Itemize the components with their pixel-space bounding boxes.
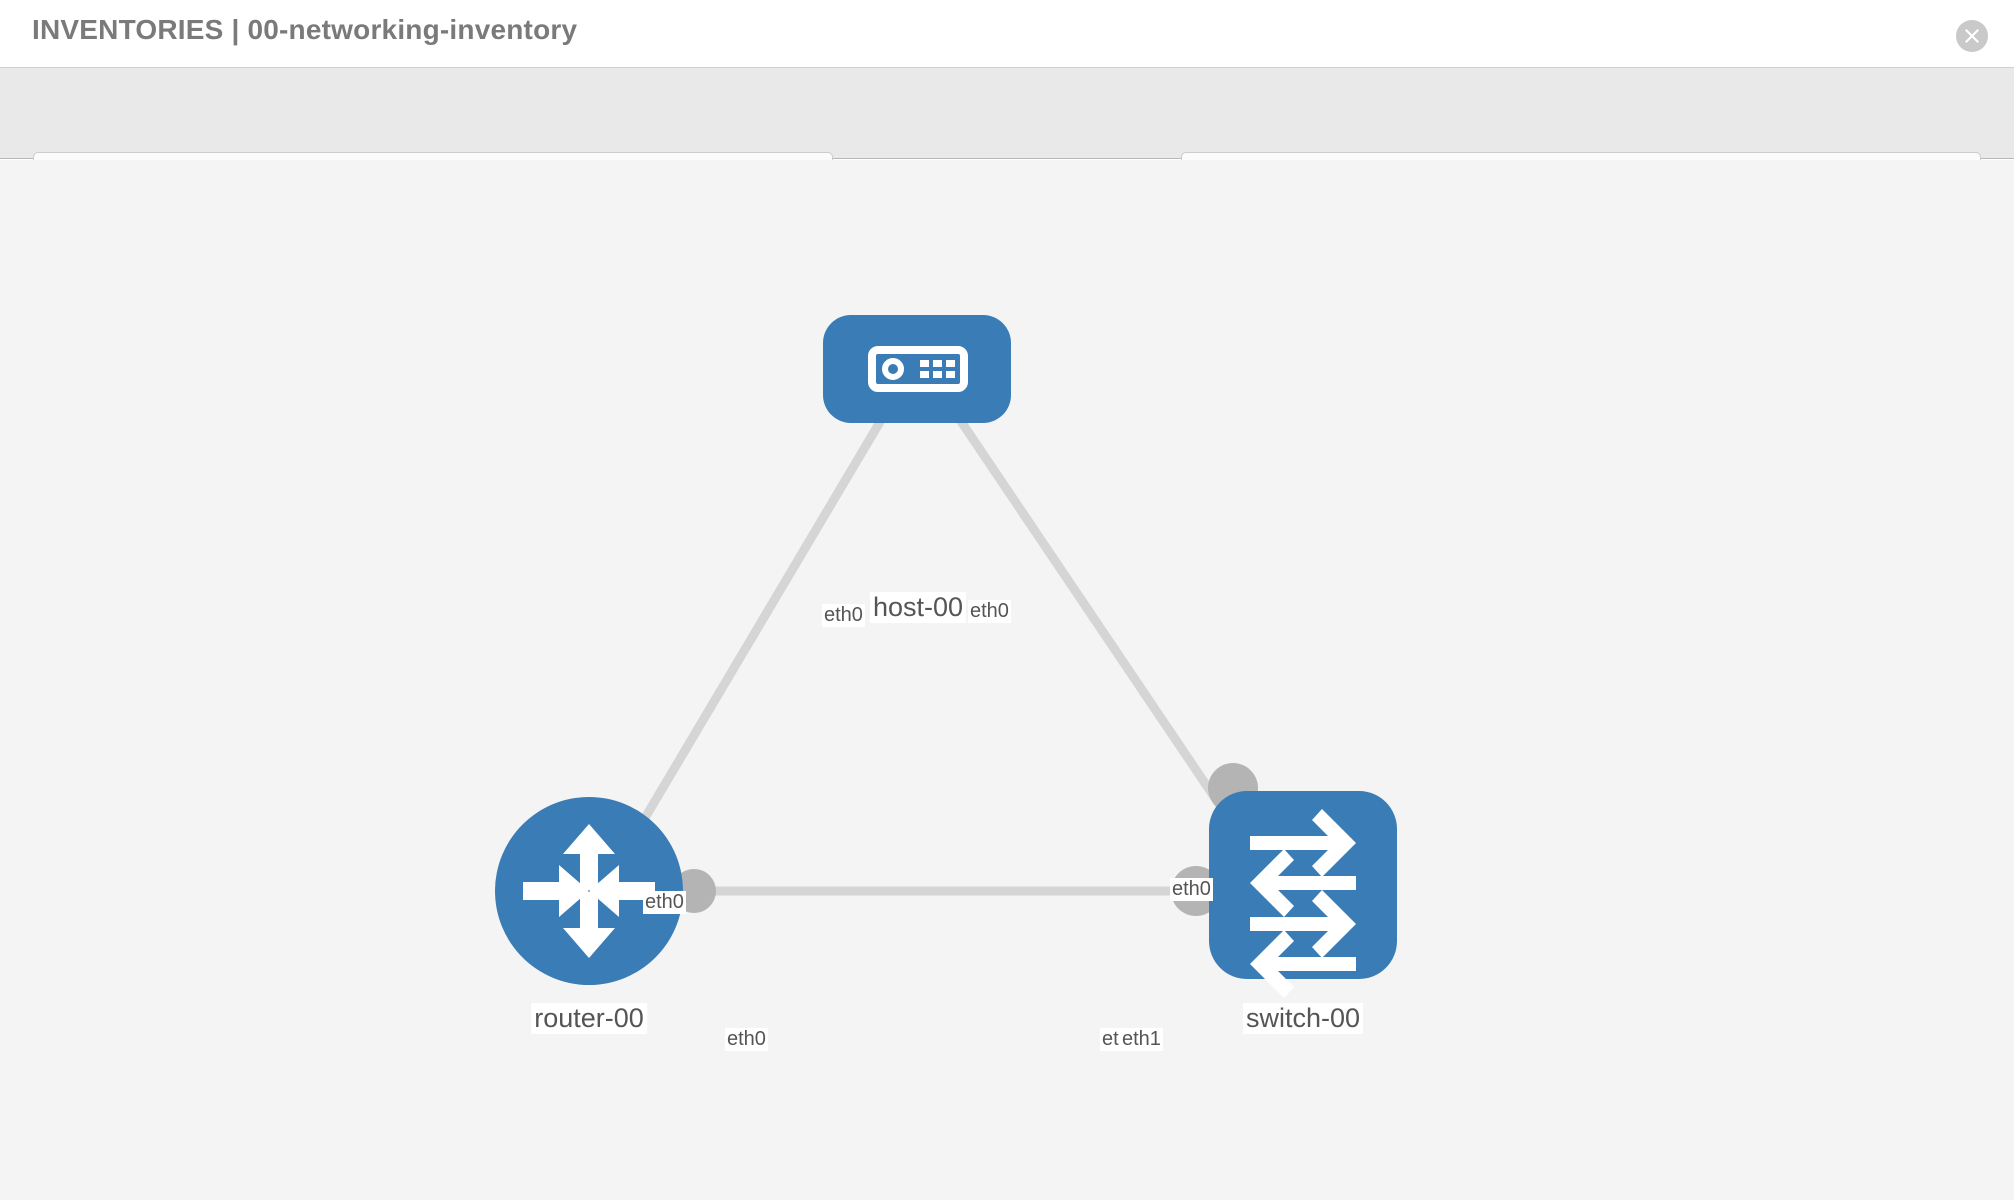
toolbar: ACTIONS SEARCH bbox=[0, 68, 2014, 200]
switch-arrows-icon bbox=[1250, 809, 1356, 998]
page-title: INVENTORIES | 00-networking-inventory bbox=[32, 14, 578, 45]
topology-canvas[interactable]: eth0 eth0 eth0 eth0 eth0 eth0 eth1 host-… bbox=[0, 160, 2014, 1200]
iface-label: eth0 bbox=[1170, 878, 1213, 901]
node-label-switch-00: switch-00 bbox=[1242, 1003, 1364, 1034]
topology-connectors bbox=[672, 363, 1258, 916]
link-router00-host00 bbox=[616, 402, 894, 863]
topology-links bbox=[616, 402, 1254, 896]
iface-label: eth0 bbox=[822, 604, 865, 627]
server-icon bbox=[868, 346, 968, 392]
node-host-00 bbox=[823, 315, 1011, 423]
iface-label: eth0 bbox=[968, 600, 1011, 623]
router-arrows-icon bbox=[523, 824, 655, 958]
link-host00-switch00 bbox=[946, 402, 1254, 853]
node-label-router-00: router-00 bbox=[531, 1003, 647, 1034]
node-switch-00 bbox=[1209, 791, 1397, 998]
iface-label: eth1 bbox=[1120, 1028, 1163, 1051]
node-label-host-00: host-00 bbox=[869, 592, 967, 623]
iface-label: eth0 bbox=[643, 891, 686, 914]
page-header: INVENTORIES | 00-networking-inventory bbox=[0, 0, 2014, 68]
node-router-00 bbox=[495, 797, 683, 985]
iface-label: eth0 bbox=[725, 1028, 768, 1051]
topology-graph bbox=[495, 315, 1397, 998]
close-icon[interactable] bbox=[1956, 20, 1988, 52]
